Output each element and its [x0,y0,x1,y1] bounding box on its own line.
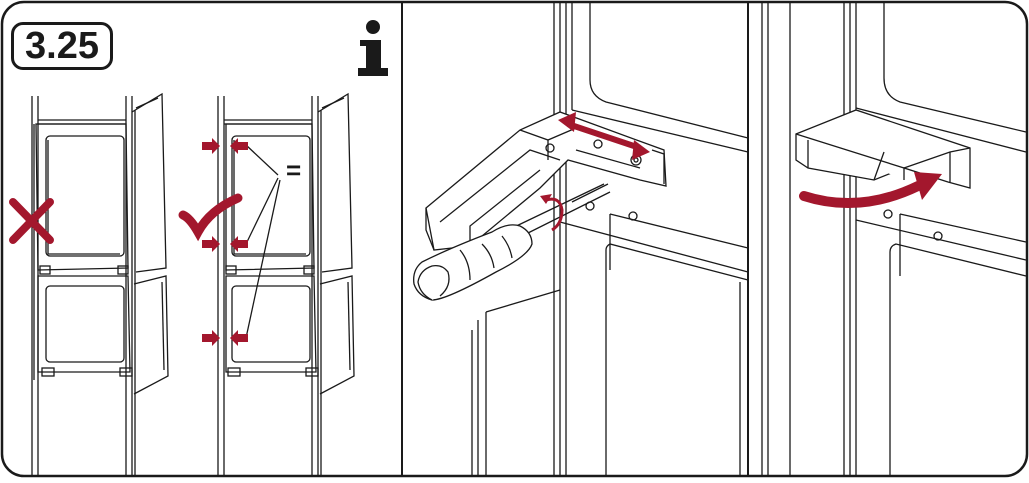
screwdriver-icon [413,183,611,301]
curved-arrow-icon [799,172,942,209]
hinge-bracket [425,111,667,251]
gap-arrow-top [202,138,248,154]
door-alignment-panel [31,92,355,476]
equal-sign: = [286,155,302,185]
gap-arrow-middle [202,236,248,252]
gap-arrows [202,138,248,346]
rotation-arrow-icon [540,194,564,232]
hinge-cover-panel [761,3,1027,476]
fridge-correct [217,92,355,476]
check-icon [178,193,243,242]
step-number-badge: 3.25 [11,22,113,70]
info-icon [358,20,388,76]
gap-arrow-bottom [202,330,248,346]
fridge-incorrect [31,92,169,476]
hinge-cover [795,109,971,189]
double-arrow-icon [558,112,650,160]
cross-icon [9,198,54,244]
hinge-adjustment-panel [413,3,749,476]
